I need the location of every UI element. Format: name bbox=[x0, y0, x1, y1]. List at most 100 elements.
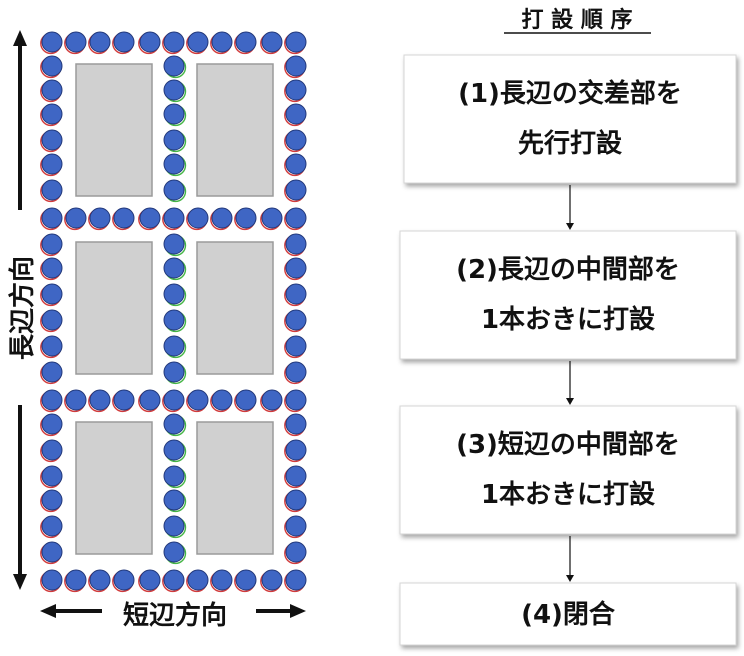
pile bbox=[211, 389, 233, 411]
pile bbox=[41, 179, 63, 201]
pile bbox=[285, 515, 307, 537]
pile bbox=[113, 207, 135, 229]
pile bbox=[235, 207, 257, 229]
pile bbox=[285, 129, 307, 151]
pile bbox=[41, 31, 63, 53]
pile bbox=[113, 389, 135, 411]
pile bbox=[41, 309, 63, 331]
pile bbox=[285, 283, 307, 305]
procedure-title: 打 設 順 序 bbox=[522, 7, 633, 33]
pile bbox=[163, 361, 185, 383]
pile bbox=[163, 207, 185, 229]
panel-layer bbox=[75, 63, 274, 555]
pile bbox=[285, 179, 307, 201]
pile bbox=[285, 389, 307, 411]
step-2-text-1: (2)長辺の中間部を bbox=[456, 255, 680, 285]
pile bbox=[163, 515, 185, 537]
pile bbox=[163, 389, 185, 411]
step-box-frame bbox=[403, 54, 737, 184]
concrete-panel bbox=[75, 421, 153, 555]
short-side-arrow bbox=[40, 604, 306, 618]
pile bbox=[163, 103, 185, 125]
pile bbox=[285, 79, 307, 101]
pile bbox=[285, 207, 307, 229]
pile bbox=[261, 569, 283, 591]
pile bbox=[163, 233, 185, 255]
step-1-text-1: (1)長辺の交差部を bbox=[458, 78, 682, 109]
pile bbox=[41, 103, 63, 125]
step-4-text-1: (4)閉合 bbox=[521, 599, 616, 630]
pile bbox=[113, 31, 135, 53]
pile bbox=[285, 55, 307, 77]
pile bbox=[139, 389, 161, 411]
pile bbox=[113, 569, 135, 591]
pile bbox=[41, 541, 63, 563]
step-box-frame bbox=[399, 405, 737, 535]
pile bbox=[41, 361, 63, 383]
pile bbox=[41, 389, 63, 411]
long-side-arrow bbox=[13, 30, 27, 590]
pile bbox=[235, 389, 257, 411]
pile bbox=[139, 207, 161, 229]
pile bbox=[211, 31, 233, 53]
concrete-panel bbox=[75, 241, 153, 375]
pile bbox=[235, 31, 257, 53]
pile bbox=[163, 439, 185, 461]
arrow-down-icon bbox=[566, 398, 574, 405]
pile bbox=[211, 207, 233, 229]
pile bbox=[163, 413, 185, 435]
pile bbox=[89, 31, 111, 53]
pile bbox=[285, 465, 307, 487]
step-3-text-2: 1本おきに打設 bbox=[481, 479, 656, 510]
pile bbox=[285, 569, 307, 591]
pile bbox=[163, 489, 185, 511]
pile bbox=[163, 283, 185, 305]
pile bbox=[65, 207, 87, 229]
arrow-up-icon bbox=[13, 30, 27, 46]
pile bbox=[285, 413, 307, 435]
pile bbox=[285, 309, 307, 331]
pile bbox=[41, 257, 63, 279]
pile bbox=[211, 569, 233, 591]
step-box-frame bbox=[399, 582, 737, 646]
pile bbox=[261, 31, 283, 53]
step-list: (1)長辺の交差部を先行打設(2)長辺の中間部を1本おきに打設(3)短辺の中間部… bbox=[399, 54, 737, 646]
pile bbox=[89, 569, 111, 591]
pile bbox=[89, 207, 111, 229]
pile bbox=[163, 153, 185, 175]
pile bbox=[41, 335, 63, 357]
pile bbox=[41, 55, 63, 77]
pile bbox=[163, 55, 185, 77]
pile bbox=[41, 569, 63, 591]
pile bbox=[139, 31, 161, 53]
pile bbox=[285, 153, 307, 175]
step-box-frame bbox=[399, 230, 737, 360]
pile bbox=[285, 257, 307, 279]
pile bbox=[285, 439, 307, 461]
pile-layer bbox=[40, 31, 307, 593]
step-1-text-2: 先行打設 bbox=[518, 128, 623, 159]
pile bbox=[41, 207, 63, 229]
pile bbox=[285, 361, 307, 383]
pile bbox=[41, 413, 63, 435]
concrete-panel bbox=[196, 421, 274, 555]
pile bbox=[187, 207, 209, 229]
pile bbox=[285, 31, 307, 53]
long-side-label: 長辺方向 bbox=[7, 256, 38, 360]
arrow-down-icon bbox=[13, 574, 27, 590]
pile bbox=[163, 309, 185, 331]
pile bbox=[163, 79, 185, 101]
pile bbox=[261, 207, 283, 229]
concrete-panel bbox=[75, 63, 153, 197]
pile bbox=[41, 153, 63, 175]
pile bbox=[163, 257, 185, 279]
pile bbox=[89, 389, 111, 411]
step-box-4: (4)閉合 bbox=[399, 582, 737, 646]
pile bbox=[235, 569, 257, 591]
pile bbox=[41, 439, 63, 461]
pile bbox=[41, 465, 63, 487]
pile bbox=[285, 103, 307, 125]
